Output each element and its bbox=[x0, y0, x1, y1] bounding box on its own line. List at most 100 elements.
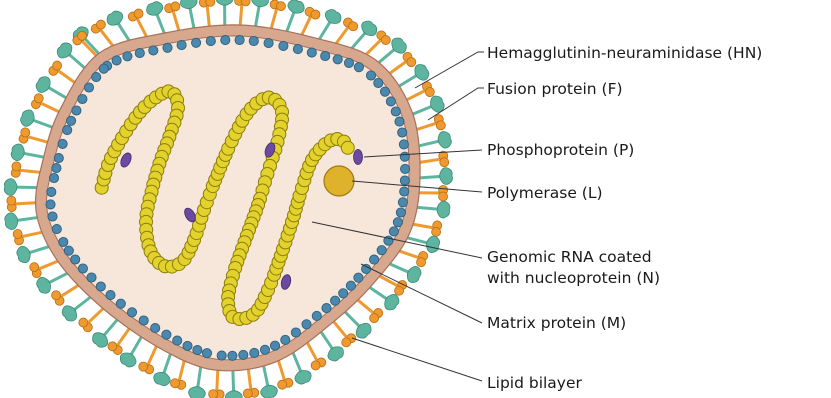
matrix-bead bbox=[389, 227, 398, 236]
matrix-bead bbox=[281, 335, 290, 344]
matrix-bead bbox=[400, 152, 409, 161]
matrix-bead bbox=[321, 51, 330, 60]
matrix-bead bbox=[393, 218, 402, 227]
matrix-bead bbox=[366, 71, 375, 80]
matrix-bead bbox=[135, 49, 144, 58]
f-spike bbox=[11, 161, 43, 180]
matrix-bead bbox=[401, 164, 410, 173]
matrix-bead bbox=[374, 78, 383, 87]
matrix-bead bbox=[173, 336, 182, 345]
matrix-bead bbox=[116, 299, 125, 308]
matrix-bead bbox=[72, 106, 81, 115]
matrix-bead bbox=[112, 56, 121, 65]
matrix-bead bbox=[162, 330, 171, 339]
rna-bead bbox=[341, 141, 354, 154]
matrix-bead bbox=[67, 116, 76, 125]
matrix-bead bbox=[391, 107, 400, 116]
matrix-bead bbox=[106, 291, 115, 300]
matrix-bead bbox=[49, 173, 58, 182]
matrix-bead bbox=[264, 39, 273, 48]
hn-spike bbox=[415, 130, 452, 154]
matrix-bead bbox=[47, 187, 56, 196]
matrix-bead bbox=[362, 264, 371, 273]
matrix-bead bbox=[380, 87, 389, 96]
matrix-bead bbox=[206, 37, 215, 46]
matrix-bead bbox=[52, 164, 61, 173]
matrix-bead bbox=[396, 208, 405, 217]
matrix-bead bbox=[123, 52, 132, 61]
f-spike bbox=[240, 366, 259, 398]
matrix-bead bbox=[312, 311, 321, 320]
matrix-bead bbox=[71, 255, 80, 264]
rna-label-line2: with nucleoprotein (N) bbox=[487, 269, 660, 287]
f-spike bbox=[233, 0, 251, 28]
matrix-bead bbox=[193, 346, 202, 355]
matrix-bead bbox=[386, 97, 395, 106]
hn-spike bbox=[417, 167, 453, 186]
matrix-bead bbox=[270, 341, 279, 350]
matrix-bead bbox=[139, 316, 148, 325]
matrix-bead bbox=[183, 341, 192, 350]
matrix-bead bbox=[48, 212, 57, 221]
matrix-bead bbox=[307, 48, 316, 57]
matrix-bead bbox=[398, 198, 407, 207]
f-spike bbox=[7, 195, 38, 212]
matrix-bead bbox=[354, 273, 363, 282]
matrix-bead bbox=[260, 345, 269, 354]
matrix-bead bbox=[377, 246, 386, 255]
matrix-bead bbox=[333, 55, 342, 64]
rna-label-line1: Genomic RNA coated bbox=[487, 248, 652, 266]
labels: Hemagglutinin-neuraminidase (HN) Fusion … bbox=[487, 44, 762, 392]
polymerase-l bbox=[324, 166, 354, 196]
matrix-bead bbox=[96, 282, 105, 291]
matrix-bead bbox=[400, 176, 409, 185]
matrix-bead bbox=[221, 36, 230, 45]
matrix-bead bbox=[63, 126, 72, 135]
matrix-bead bbox=[339, 289, 348, 298]
matrix-bead bbox=[235, 35, 244, 44]
matrix-bead bbox=[399, 140, 408, 149]
matrix-bead bbox=[202, 349, 211, 358]
matrix-bead bbox=[46, 200, 55, 209]
matrix-bead bbox=[149, 46, 158, 55]
matrix-bead bbox=[293, 45, 302, 54]
matrix-bead bbox=[370, 255, 379, 264]
hn-spike bbox=[216, 0, 233, 27]
matrix-bead bbox=[78, 264, 87, 273]
f-spike bbox=[208, 368, 225, 398]
p-label: Phosphoprotein (P) bbox=[487, 141, 634, 159]
matrix-bead bbox=[163, 43, 172, 52]
f-spike bbox=[199, 0, 218, 29]
phosphoprotein bbox=[354, 150, 363, 165]
hn-label: Hemagglutinin-neuraminidase (HN) bbox=[487, 44, 762, 62]
matrix-bead bbox=[395, 117, 404, 126]
matrix-bead bbox=[354, 63, 363, 72]
matrix-bead bbox=[58, 139, 67, 148]
lipid-leader bbox=[352, 338, 482, 381]
matrix-bead bbox=[99, 64, 108, 73]
matrix-bead bbox=[344, 58, 353, 67]
matrix-bead bbox=[322, 304, 331, 313]
matrix-bead bbox=[52, 225, 61, 234]
l-label: Polymerase (L) bbox=[487, 184, 603, 202]
matrix-bead bbox=[217, 351, 226, 360]
matrix-bead bbox=[398, 128, 407, 137]
matrix-bead bbox=[59, 237, 68, 246]
matrix-bead bbox=[346, 281, 355, 290]
matrix-bead bbox=[177, 41, 186, 50]
matrix-bead bbox=[87, 273, 96, 282]
matrix-bead bbox=[228, 351, 237, 360]
hn-spike bbox=[4, 178, 39, 196]
matrix-bead bbox=[54, 154, 63, 163]
hn-spike bbox=[4, 209, 40, 230]
matrix-bead bbox=[239, 350, 248, 359]
lipid-label: Lipid bilayer bbox=[487, 374, 583, 392]
matrix-bead bbox=[279, 41, 288, 50]
hn-spike bbox=[224, 368, 242, 398]
matrix-bead bbox=[302, 320, 311, 329]
hn-spike bbox=[415, 199, 451, 219]
matrix-bead bbox=[78, 94, 87, 103]
matrix-bead bbox=[151, 324, 160, 333]
matrix-bead bbox=[249, 36, 258, 45]
